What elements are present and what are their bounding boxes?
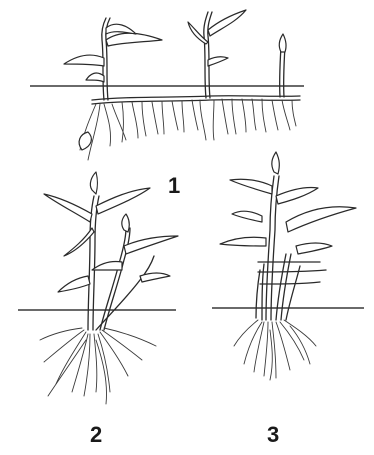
panel-1-rhizome bbox=[92, 96, 300, 100]
panel-3-label: 3 bbox=[267, 424, 279, 446]
panel-1-roots bbox=[79, 99, 296, 160]
panel-2-label: 2 bbox=[90, 424, 102, 446]
panel-2-plant bbox=[18, 172, 178, 404]
panel-1-plant bbox=[30, 10, 304, 160]
panel-1-shoot-right bbox=[279, 34, 286, 97]
panel-1-shoot-middle bbox=[188, 10, 246, 98]
panel-3-roots bbox=[234, 320, 316, 380]
panel-1-label: 1 bbox=[168, 175, 180, 197]
panel-2-roots bbox=[40, 328, 156, 404]
panel-1-shoot-left bbox=[64, 18, 162, 100]
panel-3-plant bbox=[212, 152, 364, 380]
